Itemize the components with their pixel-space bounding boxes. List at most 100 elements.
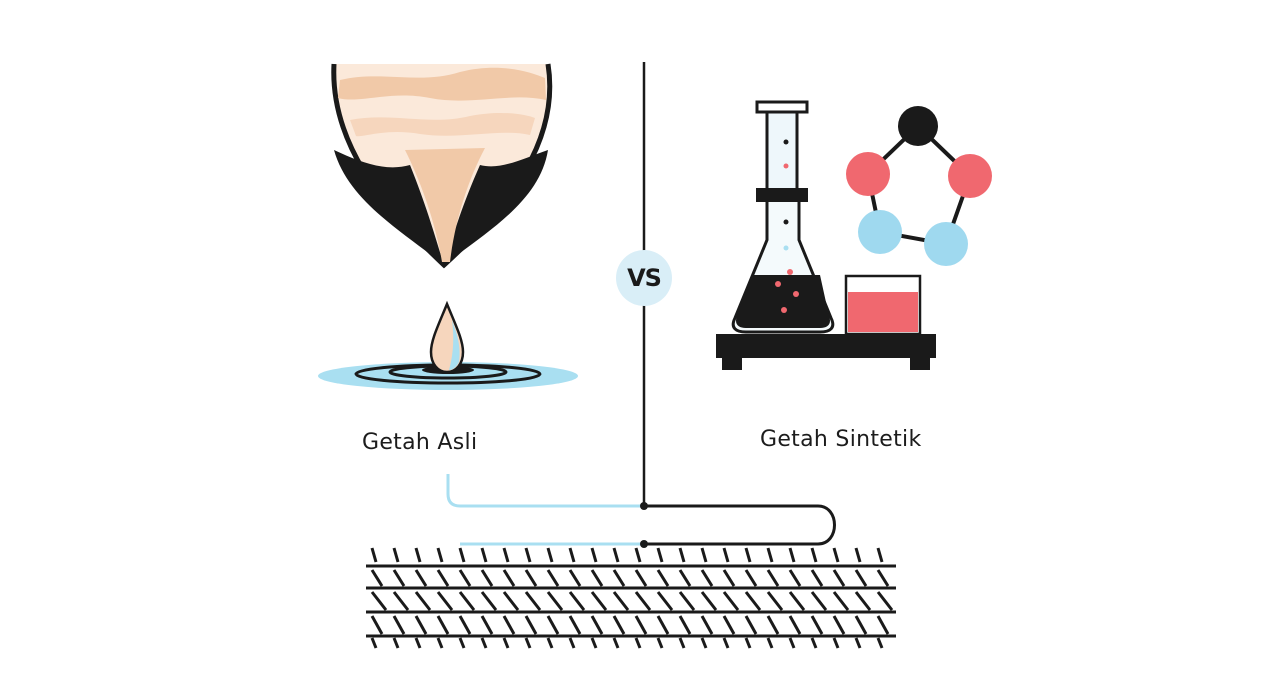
tread-mark [722,569,736,587]
tread-mark [788,637,796,649]
tread-mark [590,569,604,587]
tread-mark [568,615,582,635]
tread-mark [480,547,488,563]
tread-mark [678,569,692,587]
tread-mark [612,637,620,649]
tread-mark [832,615,846,635]
tread-mark [612,569,626,587]
tread-mark [832,591,850,611]
tread-mark [656,547,664,563]
tread-mark [854,637,862,649]
tread-mark [414,547,422,563]
tire-tread-icon [366,547,896,649]
tread-mark [458,569,472,587]
tread-mark [502,547,510,563]
tread-mark [810,637,818,649]
tread-mark [832,637,840,649]
tread-mark [502,637,510,649]
tread-mark [480,569,494,587]
latex-drop-icon [318,300,578,390]
molecule-ring-icon [846,106,992,266]
tread-mark [854,591,872,611]
tread-mark [414,615,428,635]
tread-mark [678,591,696,611]
tread-mark [722,547,730,563]
tread-mark [876,637,884,649]
tread-mark [392,615,406,635]
tread-mark [568,547,576,563]
tread-mark [524,591,542,611]
tread-mark [656,637,664,649]
tread-mark [722,615,736,635]
tread-mark [678,547,686,563]
tread-mark [876,547,884,563]
tread-mark [568,637,576,649]
tread-mark [744,615,758,635]
tread-mark [480,637,488,649]
tread-mark [524,569,538,587]
tread-mark [876,615,890,635]
tread-mark [436,569,450,587]
tread-mark [634,637,642,649]
tread-mark [546,591,564,611]
tread-mark [546,637,554,649]
tread-mark [414,637,422,649]
tread-mark [458,615,472,635]
tread-mark [546,569,560,587]
tread-mark [700,591,718,611]
tread-mark [480,591,498,611]
tread-mark [568,569,582,587]
tread-mark [788,547,796,563]
tread-mark [876,569,890,587]
synthetic-rubber-label: Getah Sintetik [760,427,922,452]
chemistry-flask-icon [716,100,936,370]
tread-mark [656,591,674,611]
tread-mark [876,591,894,611]
tread-mark [744,569,758,587]
tread-mark [766,591,784,611]
tread-mark [744,547,752,563]
tread-mark [590,637,598,649]
tread-mark [744,637,752,649]
tread-mark [524,547,532,563]
tread-mark [414,591,432,611]
tread-mark [810,547,818,563]
tread-mark [656,615,670,635]
tread-mark [392,591,410,611]
tread-mark [766,615,780,635]
tread-mark [590,615,604,635]
tread-mark [722,637,730,649]
vs-badge [616,250,672,306]
tread-mark [590,591,608,611]
tread-mark [766,547,774,563]
tread-mark [788,615,802,635]
tread-mark [414,569,428,587]
tread-mark [854,615,868,635]
natural-rubber-label: Getah Asli [362,430,478,455]
tread-mark [392,547,400,563]
tread-mark [370,547,378,563]
tread-mark [700,547,708,563]
tread-mark [436,591,454,611]
tread-mark [700,615,714,635]
tread-mark [722,591,740,611]
tread-mark [810,615,824,635]
tread-mark [370,569,384,587]
tread-mark [700,569,714,587]
tread-mark [392,569,406,587]
tread-mark [436,547,444,563]
tread-mark [392,637,400,649]
tread-mark [524,637,532,649]
vs-label: VS [627,264,662,292]
tread-mark [458,591,476,611]
tread-mark [634,615,648,635]
tread-mark [502,591,520,611]
tread-mark [854,569,868,587]
tread-mark [568,591,586,611]
tread-mark [612,615,626,635]
tread-mark [656,569,670,587]
tread-mark [524,615,538,635]
tread-mark [678,637,686,649]
